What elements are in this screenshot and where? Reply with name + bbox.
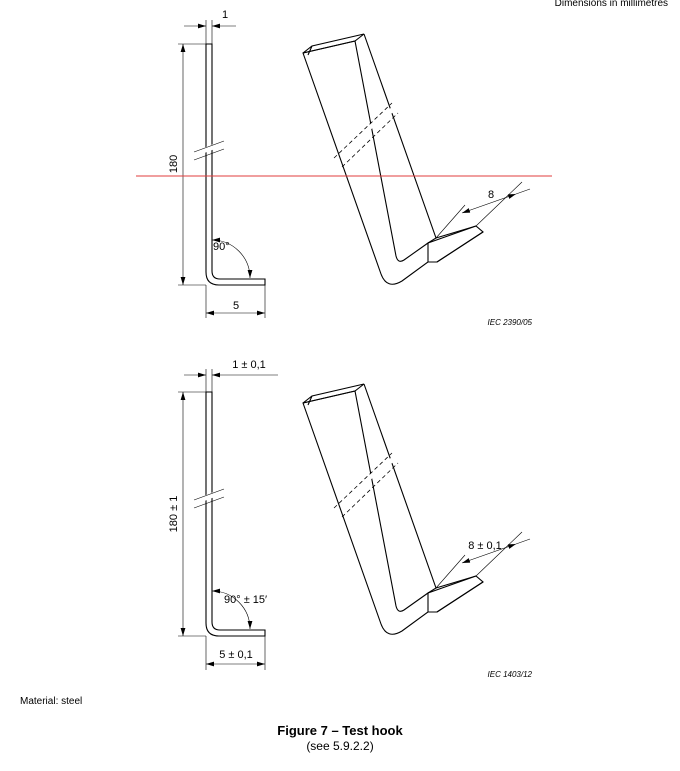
thickness-label: 1 ± 0,1 bbox=[232, 359, 266, 371]
hook-isometric-view bbox=[302, 33, 484, 285]
iec-reference-old: IEC 2390/05 bbox=[488, 318, 533, 327]
thickness-dimension: 1 bbox=[184, 9, 236, 44]
caption-subtitle: (see 5.9.2.2) bbox=[306, 739, 374, 753]
width-dimension: 8 bbox=[435, 181, 531, 239]
foot-dimension: 5 bbox=[205, 285, 266, 318]
thickness-dimension: 1 ± 0,1 bbox=[184, 359, 278, 392]
iec-reference-new: IEC 1403/12 bbox=[488, 670, 533, 679]
length-dimension: 180 bbox=[168, 43, 206, 286]
caption-title: Figure 7 – Test hook bbox=[277, 723, 403, 738]
width-dimension: 8 ± 0,1 bbox=[435, 531, 531, 589]
foot-label: 5 bbox=[233, 300, 239, 312]
material-note: Material: steel bbox=[20, 696, 83, 707]
length-dimension: 180 ± 1 bbox=[168, 391, 206, 637]
figure-caption: Figure 7 – Test hook (see 5.9.2.2) bbox=[0, 723, 680, 753]
break-mark bbox=[193, 140, 225, 161]
angle-label: 90° ± 15′ bbox=[224, 594, 267, 606]
hook-isometric-view bbox=[302, 383, 484, 635]
angle-label: 90° bbox=[213, 241, 230, 253]
length-label: 180 bbox=[168, 155, 180, 173]
hook-figure-old: 1 180 90° 5 bbox=[168, 9, 533, 327]
angle-dimension: 90° ± 15′ bbox=[211, 588, 267, 630]
length-label: 180 ± 1 bbox=[168, 496, 180, 533]
break-mark bbox=[193, 488, 225, 509]
width-label: 8 bbox=[488, 189, 494, 201]
thickness-label: 1 bbox=[222, 9, 228, 21]
foot-dimension: 5 ± 0,1 bbox=[205, 636, 266, 670]
units-note: Dimensions in millimetres bbox=[555, 0, 668, 9]
width-label: 8 ± 0,1 bbox=[468, 540, 502, 552]
foot-label: 5 ± 0,1 bbox=[219, 649, 253, 661]
hook-figure-new: 1 ± 0,1 180 ± 1 90° ± 15′ 5 ± 0,1 bbox=[168, 359, 533, 679]
angle-dimension: 90° bbox=[211, 237, 253, 279]
